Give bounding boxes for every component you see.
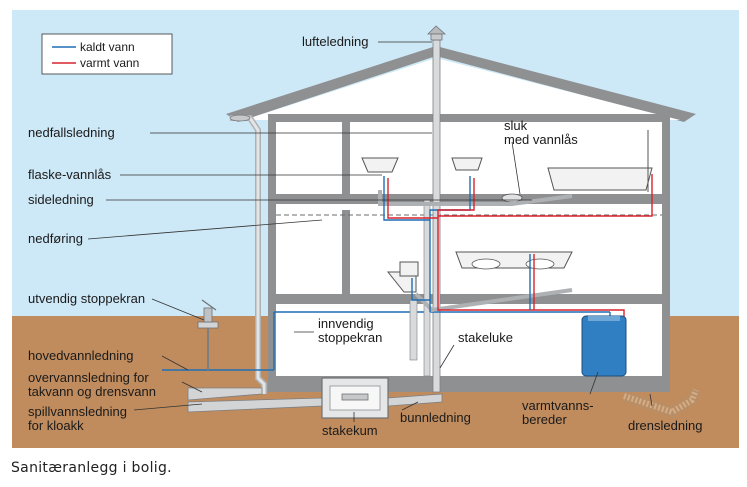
label-overvann-1: overvannsledning for: [28, 370, 149, 385]
label-flaske-vannlas: flaske-vannlås: [28, 167, 112, 182]
label-sluk-1: sluk: [504, 118, 528, 133]
legend-hot-label: varmt vann: [80, 56, 139, 70]
legend-cold-label: kaldt vann: [80, 40, 135, 54]
label-stakeluke: stakeluke: [458, 330, 513, 345]
label-innvendig-2: stoppekran: [318, 330, 382, 345]
label-hovedvannledning: hovedvannledning: [28, 348, 134, 363]
label-spillvann-2: for kloakk: [28, 418, 84, 433]
plumbing-diagram: kaldt vann varmt vann lufteledning nedfa…: [12, 10, 739, 448]
drain-pipe: [622, 388, 701, 418]
legend: kaldt vann varmt vann: [41, 33, 173, 75]
label-nedfallsledning: nedfallsledning: [28, 125, 115, 140]
label-innvendig-1: innvendig: [318, 316, 374, 331]
label-nedforing: nedføring: [28, 231, 83, 246]
label-bunnledning: bunnledning: [400, 410, 471, 425]
label-sluk-2: med vannlås: [504, 132, 578, 147]
label-stakekum: stakekum: [322, 423, 378, 438]
label-drensledning: drensledning: [628, 418, 702, 433]
water-heater: [581, 315, 627, 377]
label-varmtvann-2: bereder: [522, 412, 567, 427]
label-varmtvann-1: varmtvanns-: [522, 398, 594, 413]
label-lufteledning: lufteledning: [302, 34, 369, 49]
label-spillvann-1: spillvannsledning: [28, 404, 127, 419]
label-overvann-2: takvann og drensvann: [28, 384, 156, 399]
label-utvendig-stoppekran: utvendig stoppekran: [28, 291, 145, 306]
roof: [226, 46, 696, 122]
attic: [244, 58, 680, 120]
label-sideledning: sideledning: [28, 192, 94, 207]
figure-caption: Sanitæranlegg i bolig.: [11, 460, 172, 476]
